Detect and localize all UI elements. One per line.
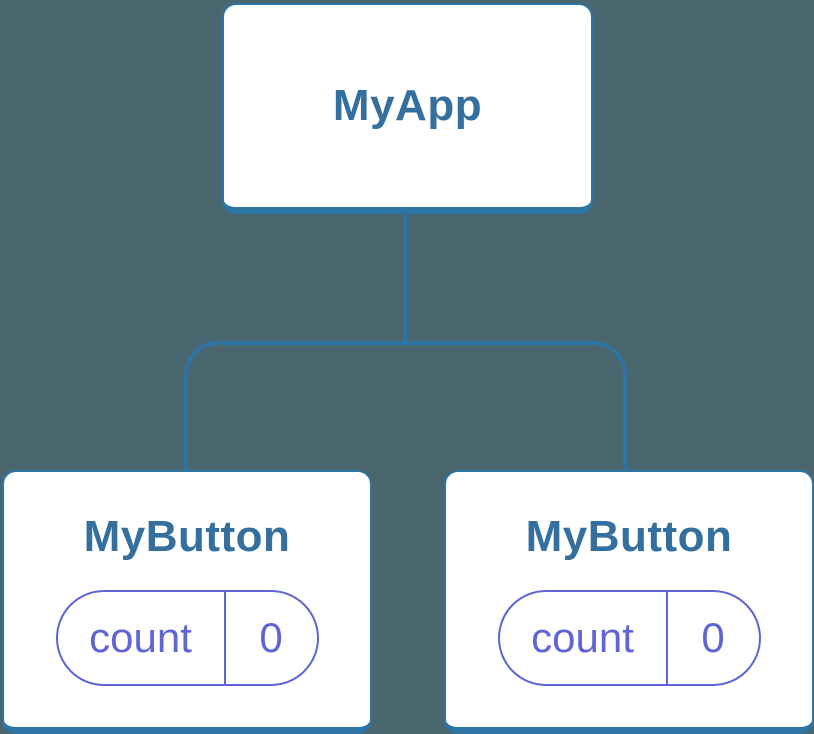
state-value-right: 0 xyxy=(701,614,725,661)
connector-branch xyxy=(184,341,627,470)
state-key-left: count xyxy=(58,592,226,684)
state-pill-right: count 0 xyxy=(497,590,761,686)
component-label-child-left: MyButton xyxy=(83,512,291,561)
component-node-child-left: MyButton count 0 xyxy=(2,470,372,734)
component-node-root: MyApp xyxy=(222,3,593,214)
state-pill-left: count 0 xyxy=(55,590,319,686)
state-key-right: count xyxy=(500,592,668,684)
component-label-child-right: MyButton xyxy=(525,512,733,561)
connector-root-stem xyxy=(403,212,407,345)
component-node-child-right: MyButton count 0 xyxy=(444,470,814,734)
component-label-root: MyApp xyxy=(332,81,483,130)
state-value-left: 0 xyxy=(259,614,283,661)
